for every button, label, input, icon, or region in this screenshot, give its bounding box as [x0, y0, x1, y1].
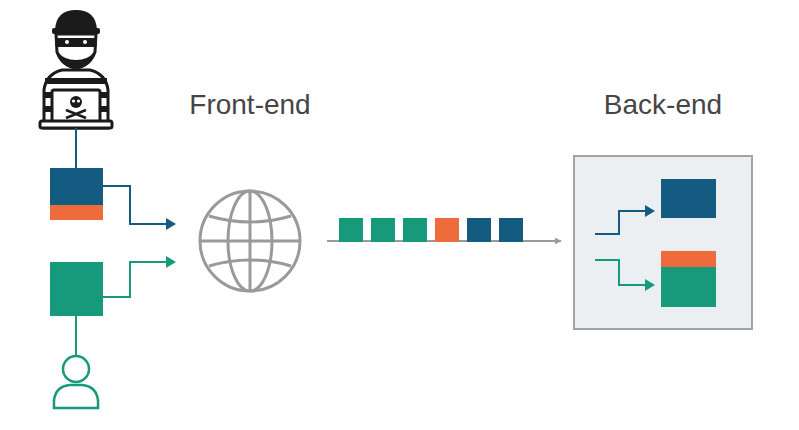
globe-icon: [195, 186, 305, 296]
back-end-node: Back-end: [573, 88, 753, 330]
front-end-node: Front-end: [170, 88, 330, 298]
arrow-head: [166, 256, 176, 268]
attacker-arrow: [103, 186, 168, 224]
node-heading: Front-end: [170, 88, 330, 122]
user-arrow: [103, 262, 168, 297]
packet-stream: [339, 218, 523, 242]
user-icon: [54, 356, 98, 408]
smuggled-part: [50, 205, 103, 220]
attacker-icon: [40, 10, 112, 128]
node-heading: Back-end: [573, 88, 753, 122]
attacker-request: [50, 168, 103, 205]
server-box: [573, 155, 753, 330]
attacker-wire: [75, 128, 77, 168]
back-end-contents: [575, 157, 741, 328]
user-request: [50, 262, 103, 316]
arrow-head: [166, 218, 176, 230]
user-wire: [75, 316, 77, 355]
